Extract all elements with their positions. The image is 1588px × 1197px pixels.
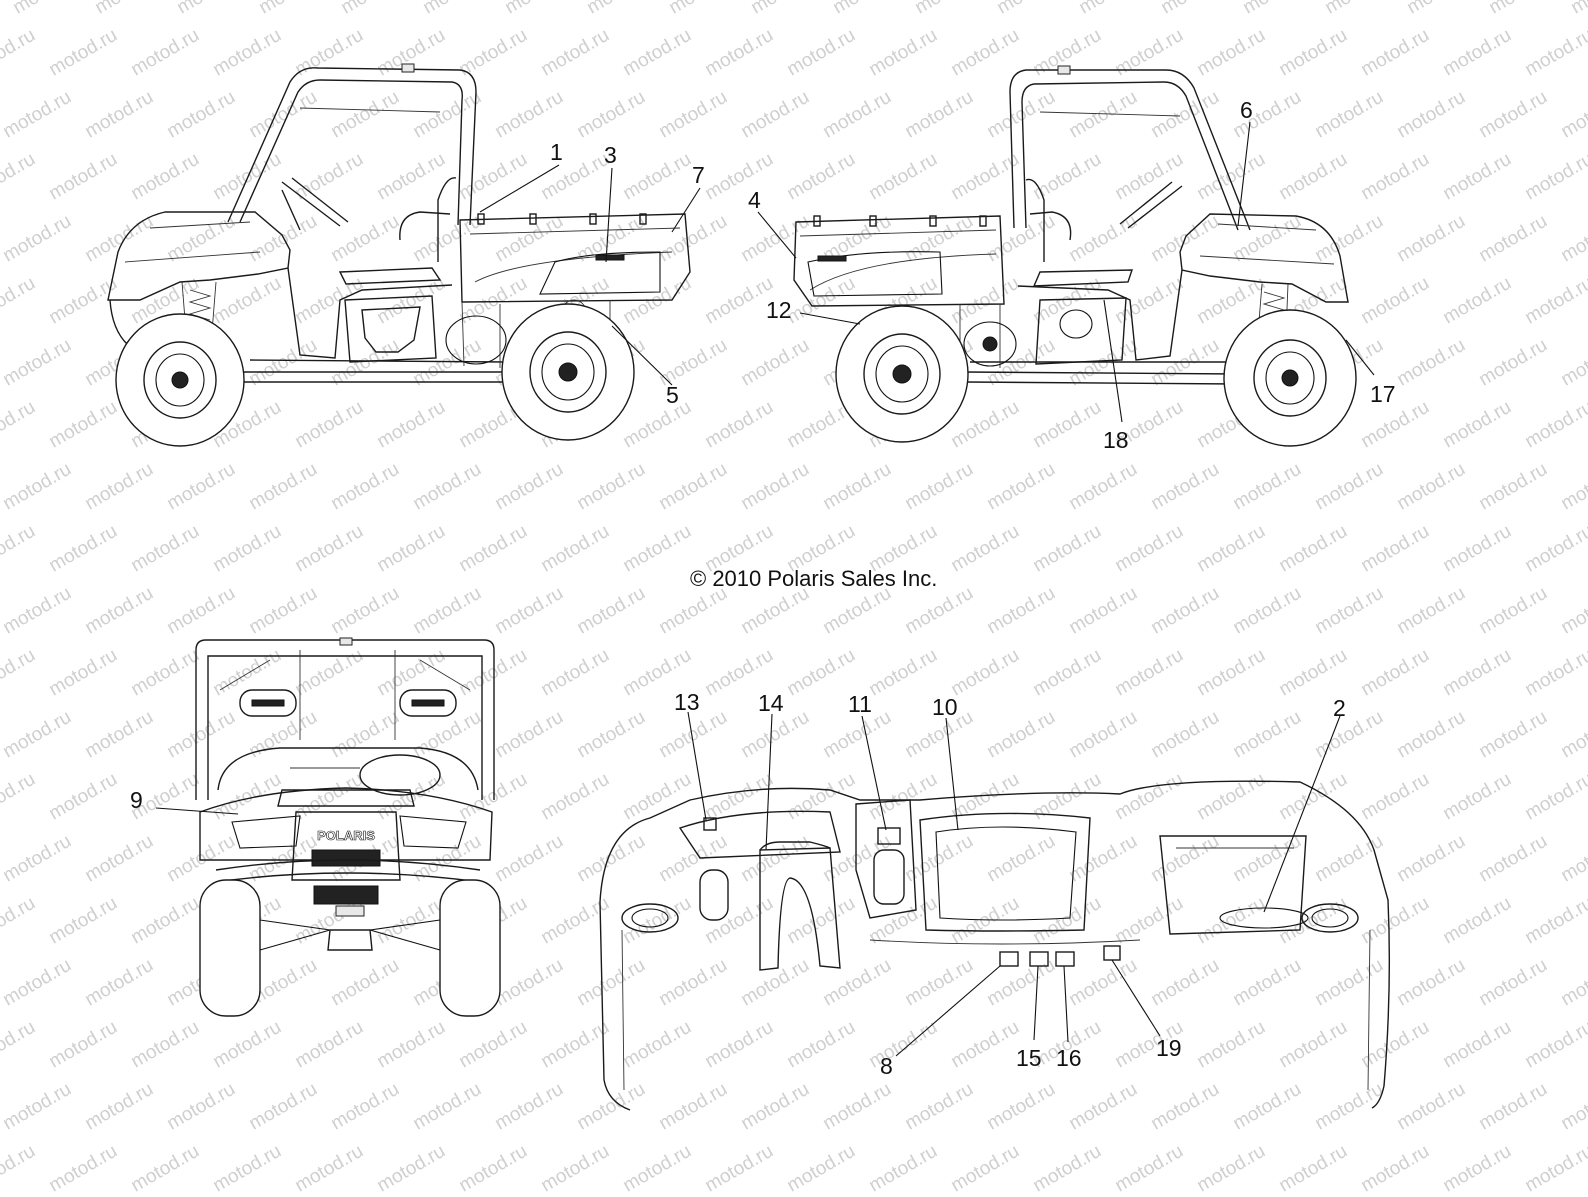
brand-grille-text: POLARIS: [317, 828, 375, 843]
callout-14: 14: [758, 690, 784, 716]
callout-15: 15: [1016, 1045, 1042, 1071]
callout-2: 2: [1333, 695, 1346, 721]
callout-12: 12: [766, 297, 792, 323]
callout-3: 3: [604, 142, 617, 168]
callout-8: 8: [880, 1053, 893, 1079]
callout-7: 7: [692, 162, 705, 188]
copyright-notice: © 2010 Polaris Sales Inc.: [690, 566, 938, 591]
callout-10: 10: [932, 694, 958, 720]
callout-18: 18: [1103, 427, 1129, 453]
callout-11: 11: [848, 691, 872, 717]
callout-6: 6: [1240, 97, 1253, 123]
callout-17: 17: [1370, 381, 1396, 407]
callout-19: 19: [1156, 1035, 1182, 1061]
callout-13: 13: [674, 689, 700, 715]
callout-1: 1: [550, 139, 563, 165]
callout-5: 5: [666, 382, 679, 408]
vehicle-right-side-view: [793, 65, 1357, 447]
dashboard-view: [599, 780, 1391, 1111]
leader-lines: [155, 121, 1375, 1057]
callout-4: 4: [748, 187, 761, 213]
callout-numbers: 1 3 7 5 4 6 12 17 18 9 2 13 14 11 10 8 1…: [130, 97, 1396, 1079]
callout-16: 16: [1056, 1045, 1082, 1071]
vehicle-left-side-view: [107, 63, 691, 447]
callout-9: 9: [130, 787, 143, 813]
vehicle-front-view: [195, 637, 501, 1017]
